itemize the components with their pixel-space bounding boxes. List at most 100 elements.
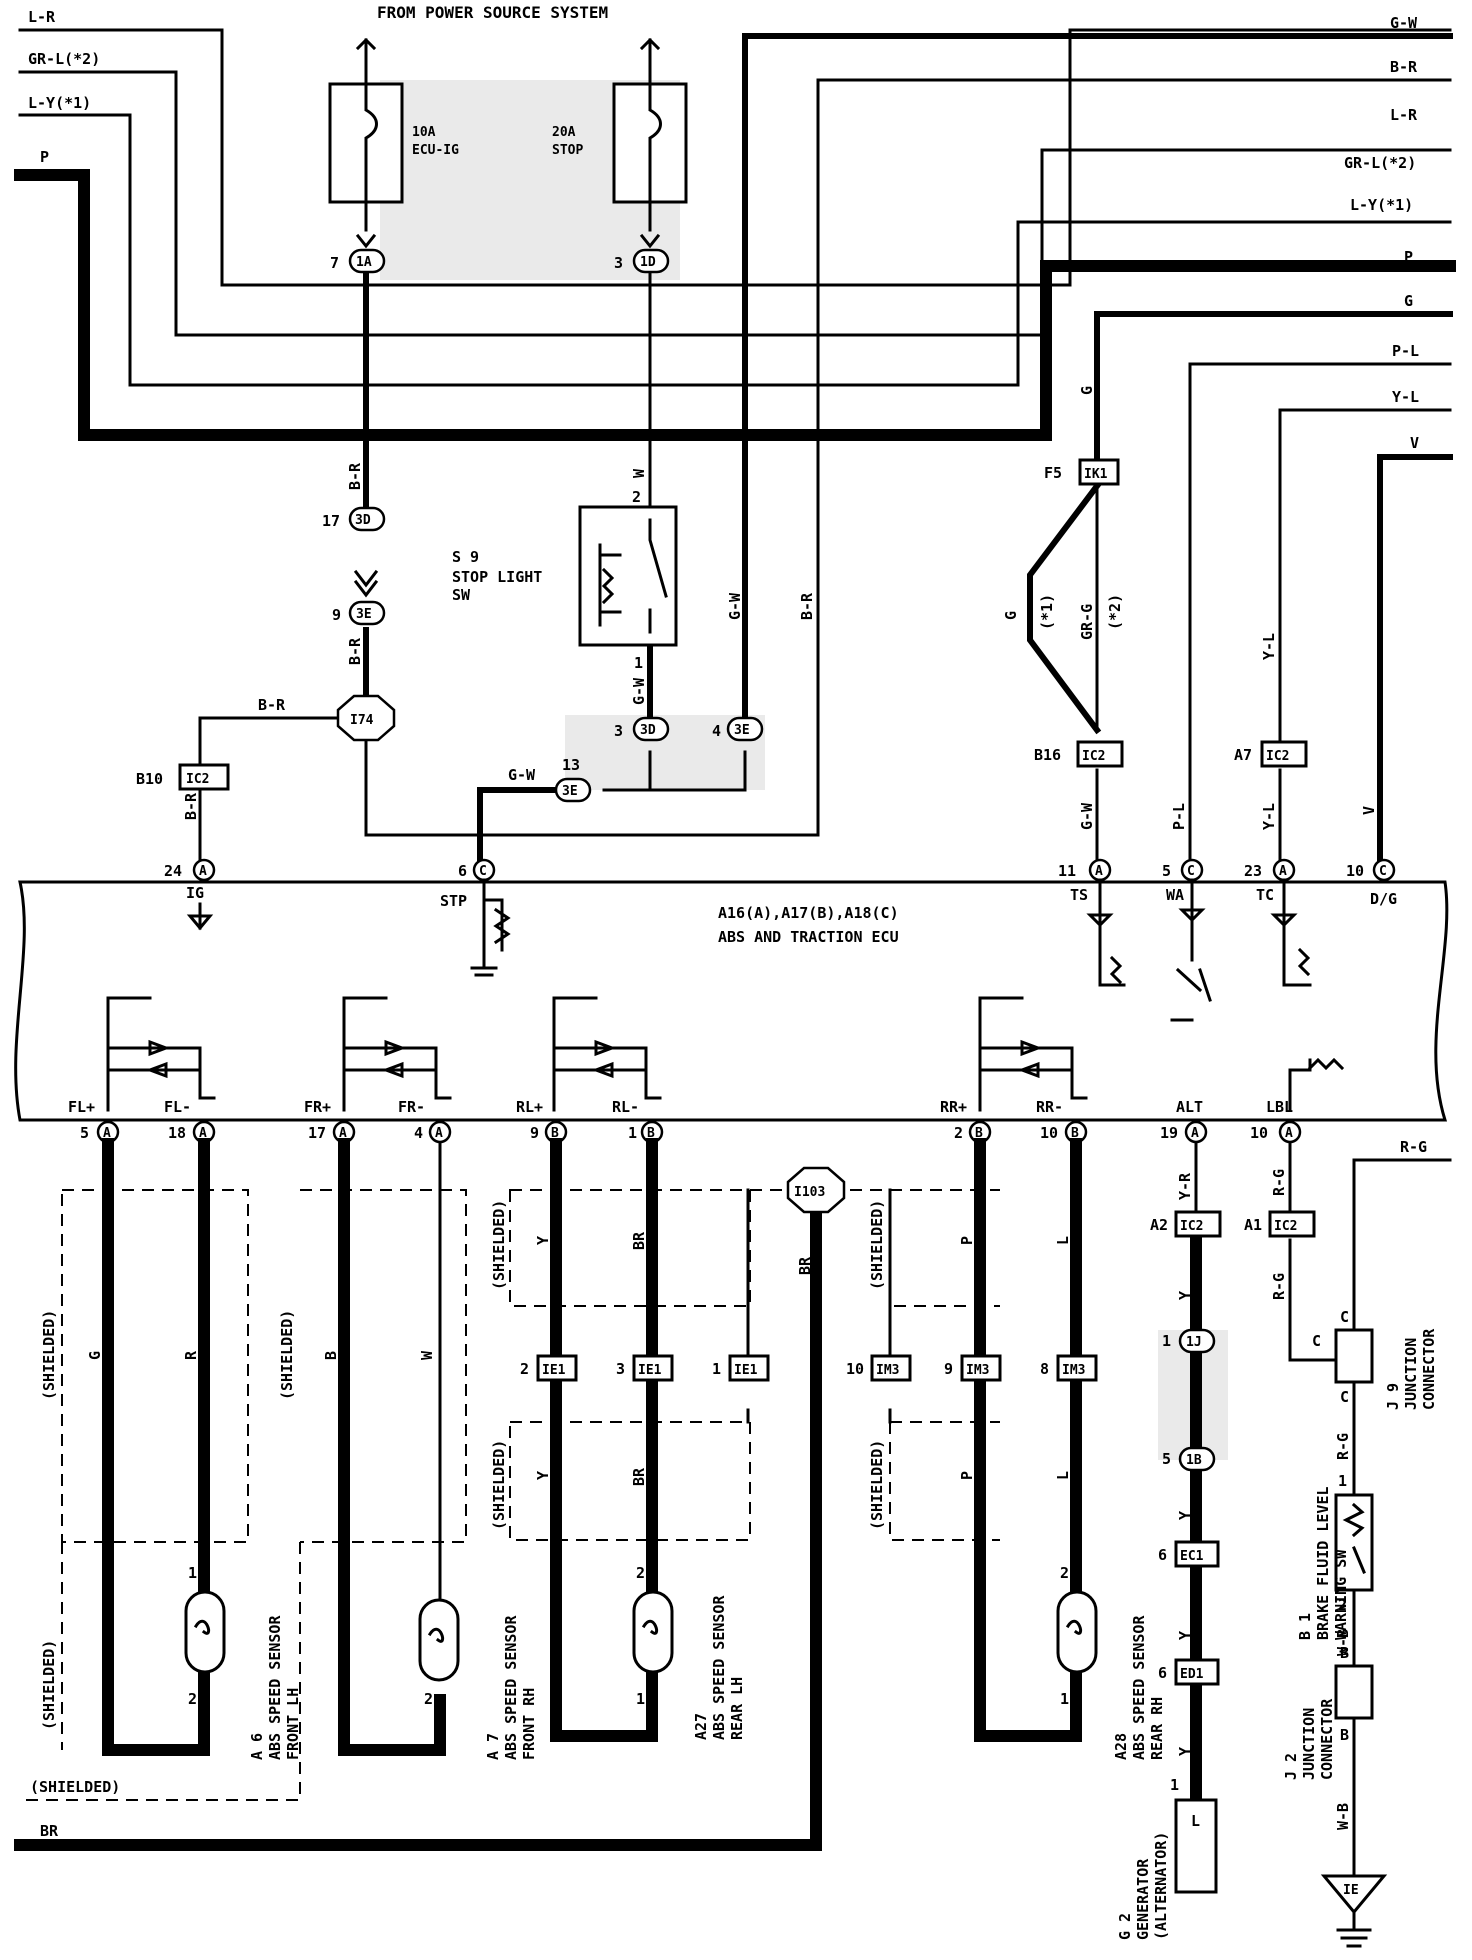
wc-rg-2: R-G (1270, 1273, 1288, 1300)
svg-text:A: A (339, 1126, 347, 1141)
svg-text:FRONT LH: FRONT LH (284, 1688, 302, 1760)
svg-text:IC2: IC2 (1082, 749, 1105, 764)
svg-text:B: B (551, 1126, 559, 1141)
svg-text:IM3: IM3 (1062, 1363, 1085, 1378)
wire-lbl-lower (1288, 1238, 1338, 1362)
svg-text:3D: 3D (355, 513, 371, 528)
shield-fr (300, 1189, 467, 1543)
connector-1a: 1A (348, 248, 386, 274)
label-j9: J 9 JUNCTION CONNECTOR (1384, 1328, 1438, 1410)
svg-text:RL-: RL- (612, 1098, 639, 1116)
wc-y-rl2: Y (534, 1471, 552, 1480)
connector-1a-num: 7 (330, 254, 339, 272)
label-grl-left: GR-L(*2) (28, 50, 100, 68)
shielded-3: (SHIELDED) (490, 1200, 508, 1290)
a27-pin-top: 2 (636, 1564, 645, 1582)
speed-sensor-front-rh (418, 1598, 460, 1682)
svg-text:IE1: IE1 (734, 1363, 758, 1378)
ecu-pin-dg: C 10 D/G (1346, 858, 1397, 908)
connector-ie1-3: IE1 3 (616, 1354, 674, 1382)
svg-text:WARNING SW: WARNING SW (1332, 1549, 1350, 1640)
wire-ly-left (18, 113, 1452, 387)
svg-text:FRONT RH: FRONT RH (520, 1688, 538, 1760)
wire-b-r-right (816, 78, 1452, 837)
connector-3e-9-num: 9 (332, 606, 341, 624)
wire-rl-loop (550, 1138, 658, 1742)
connector-3d-3: 3D (632, 716, 670, 742)
wc-w-fr: W (418, 1350, 436, 1360)
connector-3e-13-num: 13 (562, 756, 580, 774)
wc-br-3: B-R (258, 696, 286, 714)
fuse1-amp: 10A (412, 125, 436, 140)
svg-text:A28: A28 (1112, 1733, 1130, 1760)
svg-text:D/G: D/G (1370, 890, 1397, 908)
connector-3d-3-num: 3 (614, 722, 623, 740)
svg-text:1J: 1J (1186, 1335, 1202, 1350)
svg-text:11: 11 (1058, 862, 1076, 880)
connector-3e-13: 3E (554, 777, 592, 803)
shield-rr-lower (889, 1421, 1000, 1541)
wc-br-5: B-R (798, 592, 816, 620)
label-g-w-right: G-W (1390, 14, 1418, 32)
svg-text:IC2: IC2 (1266, 749, 1289, 764)
svg-text:ABS SPEED SENSOR: ABS SPEED SENSOR (1130, 1615, 1148, 1760)
connector-i74: I74 (336, 694, 396, 742)
wc-l-rr2: L (1054, 1471, 1072, 1480)
wire-fr-plus (338, 1138, 446, 1756)
wc-wb-1: W-B (1334, 1629, 1352, 1656)
wire-stop-gw (477, 787, 576, 871)
j9-c2: C (1312, 1332, 1321, 1350)
ecu-pin-tc: A 23 TC (1244, 858, 1312, 987)
connector-ec1: EC1 6 (1158, 1540, 1220, 1568)
wc-gw-2: G-W (508, 766, 536, 784)
stop-sw-pin1: 1 (634, 654, 643, 672)
svg-text:9: 9 (944, 1360, 953, 1378)
label-p-left: P (40, 148, 49, 166)
wc-g-fl: G (86, 1351, 104, 1360)
wc-l-rr1: L (1054, 1236, 1072, 1245)
wire-l-r-left (18, 28, 1452, 287)
wc-pl: P-L (1170, 803, 1188, 830)
shielded-5: (SHIELDED) (868, 1200, 886, 1290)
wc-b-fr: B (322, 1351, 340, 1360)
connector-ik1: IK1 (1078, 458, 1120, 486)
a27-pin-bot: 1 (636, 1690, 645, 1708)
wire-p-l-right (1188, 362, 1452, 870)
label-l-r-right: L-R (1390, 106, 1418, 124)
connector-a7-ic2: IC2 (1260, 740, 1308, 768)
ecu-pin-lbl: A 10 LBL (1250, 1098, 1302, 1144)
label-b-r-right: B-R (1390, 58, 1418, 76)
wire-ig-to-i74 (364, 738, 482, 870)
svg-text:2: 2 (520, 1360, 529, 1378)
wc-rg-top: R-G (1400, 1138, 1427, 1156)
label-l-r-left: L-R (28, 8, 56, 26)
connector-a7-num: A7 (1234, 746, 1252, 764)
connector-1d: 1D (632, 248, 670, 274)
label-pl-right: P-L (1392, 342, 1419, 360)
connector-im3-8: IM3 8 (1040, 1354, 1098, 1382)
stop-sw-line3: SW (452, 586, 471, 604)
wire-g-right (1094, 311, 1453, 473)
svg-text:18: 18 (168, 1124, 186, 1142)
shield-rl-upper (509, 1189, 751, 1307)
svg-text:IK1: IK1 (1084, 467, 1108, 482)
ecu-pin-stp: C 6 STP (440, 858, 511, 977)
svg-text:C: C (1379, 864, 1387, 879)
ground-ie: IE (1320, 1874, 1388, 1948)
svg-text:RL+: RL+ (516, 1098, 543, 1116)
label-a27: A27 ABS SPEED SENSOR REAR LH (692, 1595, 746, 1740)
ecu-pin-alt: A 19 ALT (1160, 1098, 1208, 1144)
label-v-right: V (1410, 434, 1419, 452)
a6-pin-bot: 2 (188, 1690, 197, 1708)
svg-text:REAR RH: REAR RH (1148, 1697, 1166, 1760)
connector-3e-4-num: 4 (712, 722, 721, 740)
svg-text:3E: 3E (356, 607, 372, 622)
alternator-box: L (1174, 1798, 1218, 1894)
wc-v: V (1360, 806, 1378, 815)
connector-3e-4: 3E (726, 716, 764, 742)
wc-p-rr1: P (958, 1236, 976, 1245)
svg-text:A 6: A 6 (248, 1733, 266, 1760)
shielded-2: (SHIELDED) (278, 1310, 296, 1400)
a28-pin-top: 2 (1060, 1564, 1069, 1582)
